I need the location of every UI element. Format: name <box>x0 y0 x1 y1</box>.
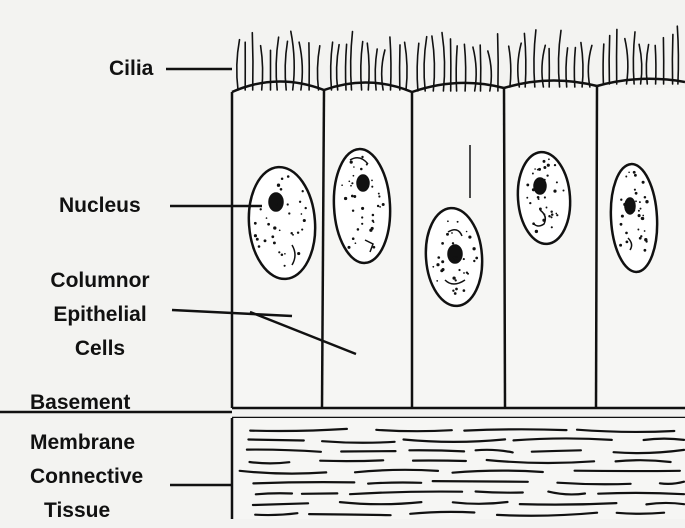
cilium <box>337 45 340 90</box>
cilium <box>390 37 391 90</box>
collagen-fiber <box>617 513 664 514</box>
label-basement-line2: Membrane <box>30 423 135 463</box>
collagen-fiber <box>320 460 383 461</box>
collagen-fiber <box>476 492 523 493</box>
cilium <box>317 46 319 90</box>
label-connective-tissue: Connective Tissue <box>30 460 143 528</box>
collagen-fiber <box>532 450 581 451</box>
cilium <box>534 30 536 87</box>
cilium <box>442 33 445 91</box>
cilium <box>633 32 635 84</box>
cilium <box>609 36 610 85</box>
label-columnar-line1: Columnor <box>30 264 170 298</box>
collagen-fiber <box>248 440 303 441</box>
cilium <box>518 43 521 87</box>
label-connective-line1: Connective <box>30 460 143 494</box>
cilium <box>456 46 457 91</box>
cilium <box>424 37 427 91</box>
cilium <box>672 34 673 84</box>
cilium <box>677 26 678 84</box>
label-columnar-line2: Epithelial <box>30 298 170 332</box>
cilium <box>524 33 525 87</box>
label-cilia: Cilia <box>109 57 153 81</box>
collagen-fiber <box>309 514 391 515</box>
cilium <box>237 40 240 90</box>
cilium <box>588 45 592 87</box>
cilium <box>558 30 561 87</box>
cell-wall <box>504 88 505 408</box>
label-basement-line1: Basement <box>30 383 135 423</box>
cilium <box>480 45 481 91</box>
label-connective-line2: Tissue <box>30 494 143 528</box>
collagen-fiber <box>464 429 566 430</box>
cilium <box>432 36 435 91</box>
label-nucleus: Nucleus <box>59 194 141 218</box>
cell-wall <box>596 86 597 408</box>
connective-tissue <box>232 418 685 519</box>
cilium <box>509 46 511 87</box>
label-columnar-line3: Cells <box>30 332 170 366</box>
basement-membrane <box>232 408 685 418</box>
collagen-fiber <box>433 481 528 482</box>
cilium <box>351 32 353 90</box>
cilium <box>625 39 628 84</box>
cilium <box>331 42 333 90</box>
collagen-fiber <box>253 482 354 483</box>
cilium <box>252 33 253 90</box>
cilium <box>498 34 499 91</box>
collagen-fiber <box>409 450 464 451</box>
cilium <box>655 45 656 84</box>
cilium <box>574 48 575 87</box>
collagen-fiber <box>256 493 292 494</box>
cilium <box>581 43 583 88</box>
cilium <box>346 44 347 90</box>
label-basement-membrane: Basement Membrane <box>30 383 135 463</box>
collagen-fiber <box>598 493 684 494</box>
collagen-fiber <box>368 482 421 483</box>
cilium <box>405 42 407 90</box>
cilium <box>417 43 419 91</box>
label-columnar-epithelial-cells: Columnor Epithelial Cells <box>30 264 170 366</box>
cilium <box>603 44 604 84</box>
